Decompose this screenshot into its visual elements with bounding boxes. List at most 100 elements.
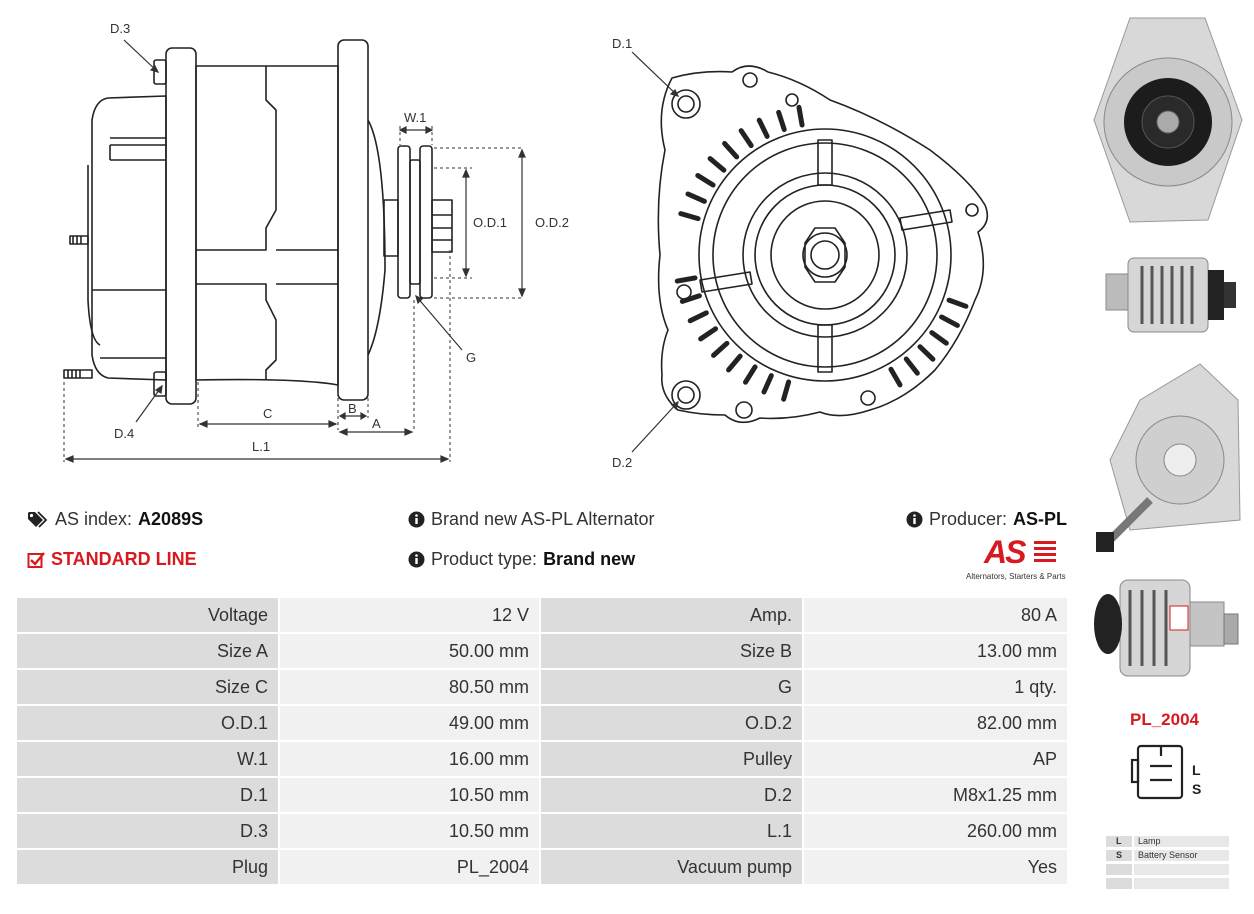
vent-slot — [939, 314, 960, 328]
spec-value: 50.00 mm — [280, 634, 539, 668]
spec-value: Yes — [804, 850, 1067, 884]
producer-value: AS-PL — [1013, 509, 1068, 529]
vent-slot — [781, 379, 792, 402]
product-type: Product type: Brand new — [408, 549, 635, 570]
standard-line: STANDARD LINE — [27, 549, 197, 570]
description-text: Brand new AS-PL Alternator — [431, 509, 655, 529]
spec-value: 10.50 mm — [280, 814, 539, 848]
connector-diagram — [1130, 744, 1184, 800]
connector-pin-l: L — [1192, 762, 1201, 778]
label-d3: D.3 — [110, 21, 131, 36]
label-d2: D.2 — [612, 455, 633, 470]
info-icon — [408, 511, 425, 528]
spec-key: W.1 — [17, 742, 278, 776]
vent-slot — [756, 117, 770, 139]
as-logo-tagline: Alternators, Starters & Parts — [966, 572, 1066, 581]
vent-slot — [946, 297, 969, 309]
spec-key: Vacuum pump — [541, 850, 802, 884]
spec-value: 10.50 mm — [280, 778, 539, 812]
vent-slot — [761, 373, 774, 395]
vent-slot — [678, 211, 701, 222]
spec-value: 82.00 mm — [804, 706, 1067, 740]
spec-value: 80 A — [804, 598, 1067, 632]
product-type-value: Brand new — [543, 549, 636, 569]
spec-key: L.1 — [541, 814, 802, 848]
spec-key: D.3 — [17, 814, 278, 848]
spec-key: Size C — [17, 670, 278, 704]
vent-slot — [743, 364, 758, 385]
legend-desc — [1134, 864, 1229, 875]
spec-value: AP — [804, 742, 1067, 776]
vent-slot — [687, 310, 709, 324]
label-l1: L.1 — [252, 439, 271, 454]
label-a: A — [372, 416, 381, 431]
vent-slot — [726, 353, 743, 373]
vent-slot — [738, 128, 754, 149]
vent-slot — [674, 275, 698, 284]
spec-key: Size B — [541, 634, 802, 668]
info-icon — [906, 511, 923, 528]
product-type-label: Product type: — [431, 549, 538, 569]
label-g: G — [466, 350, 477, 365]
vent-slot — [722, 141, 740, 160]
spec-value: PL_2004 — [280, 850, 539, 884]
as-index: AS index: A2089S — [27, 509, 203, 530]
vent-slot — [711, 340, 730, 358]
as-index-label: AS index: — [55, 509, 133, 529]
vent-slot — [929, 330, 949, 346]
front-view-diagram — [631, 51, 989, 453]
legend-code — [1106, 878, 1132, 889]
vent-slot — [679, 293, 702, 304]
standard-line-text: STANDARD LINE — [51, 549, 197, 569]
spec-value: 12 V — [280, 598, 539, 632]
spec-value: 1 qty. — [804, 670, 1067, 704]
label-b: B — [348, 401, 357, 416]
vent-slot — [685, 191, 707, 204]
label-d1: D.1 — [612, 36, 633, 51]
as-logo-text: AS — [984, 534, 1026, 570]
label-od1: O.D.1 — [473, 215, 507, 230]
spec-key: Plug — [17, 850, 278, 884]
spec-value: 260.00 mm — [804, 814, 1067, 848]
vent-slot — [903, 356, 920, 376]
connector-name: PL_2004 — [1130, 710, 1199, 729]
product-description: Brand new AS-PL Alternator — [408, 509, 654, 530]
spec-key: D.1 — [17, 778, 278, 812]
vent-slot — [917, 344, 936, 362]
spec-value: 13.00 mm — [804, 634, 1067, 668]
spec-key: D.2 — [541, 778, 802, 812]
spec-key: O.D.1 — [17, 706, 278, 740]
as-logo-mark — [1034, 541, 1056, 562]
info-icon — [408, 551, 425, 568]
spec-key: Voltage — [17, 598, 278, 632]
spec-key: O.D.2 — [541, 706, 802, 740]
product-photo-front — [1093, 17, 1243, 223]
spec-key: Pulley — [541, 742, 802, 776]
product-photo-angle — [1094, 579, 1239, 677]
label-d4: D.4 — [114, 426, 135, 441]
legend-desc: Lamp — [1134, 836, 1229, 847]
product-photo-side — [1105, 257, 1236, 333]
vent-slot — [698, 326, 719, 342]
spec-value: 16.00 mm — [280, 742, 539, 776]
legend-row — [1106, 864, 1229, 875]
spec-value: M8x1.25 mm — [804, 778, 1067, 812]
as-index-value: A2089S — [138, 509, 204, 529]
vent-slot — [776, 109, 787, 132]
connector-pin-s: S — [1192, 781, 1202, 797]
legend-code: L — [1106, 836, 1132, 847]
legend-row — [1106, 878, 1229, 889]
legend-desc — [1134, 878, 1229, 889]
